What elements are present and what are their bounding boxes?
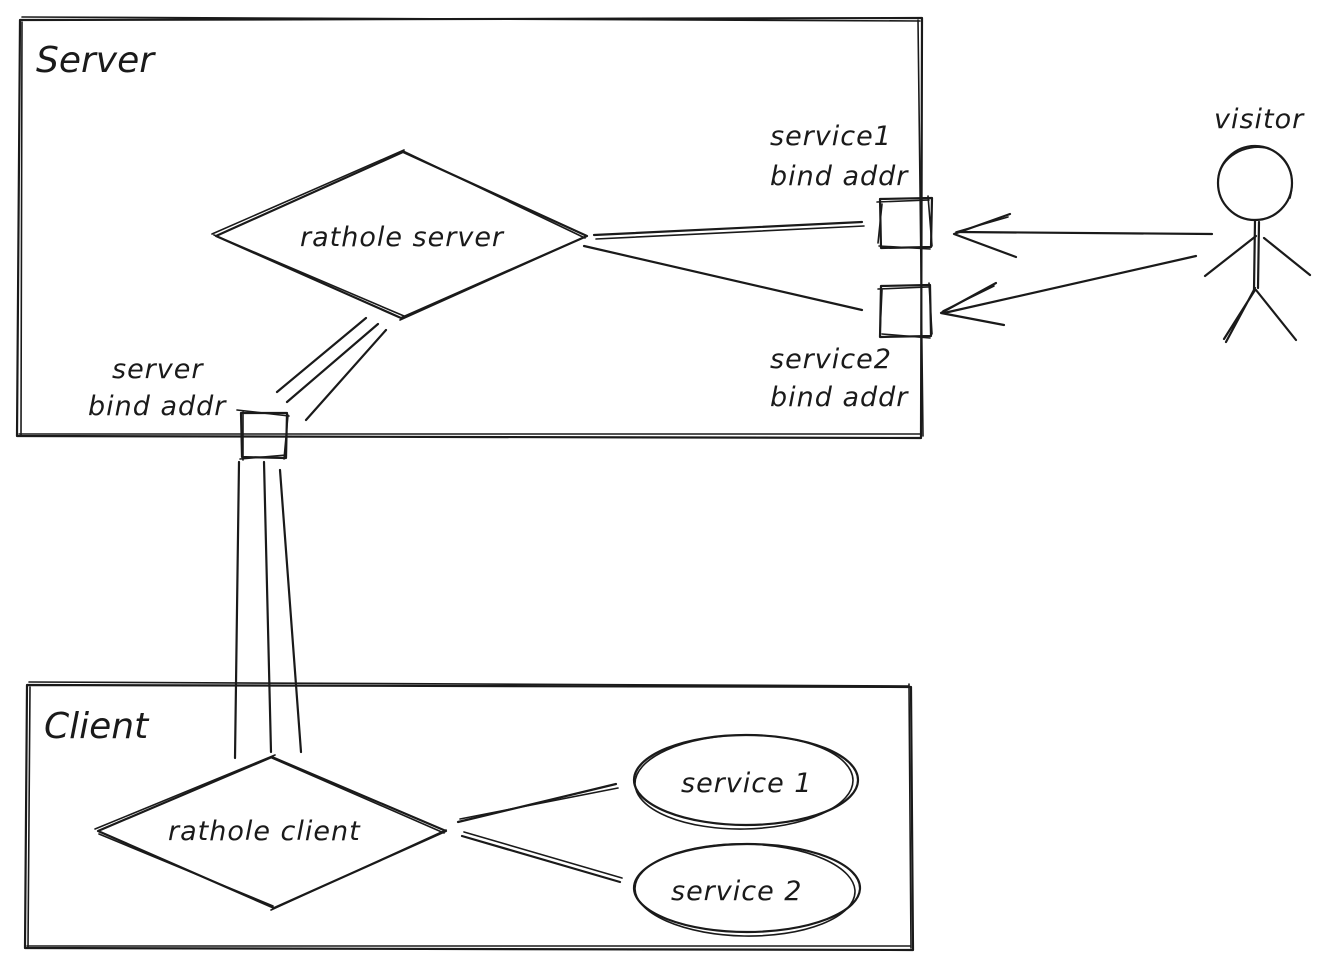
server-box: Server: [15, 16, 924, 440]
server-bind-label-line1: server: [112, 354, 204, 385]
server-bind-port: server bind addr: [88, 354, 290, 461]
rathole-client-label: rathole client: [168, 816, 361, 847]
tunnel-lines: [233, 460, 303, 760]
visitor-label: visitor: [1214, 104, 1305, 135]
service-1-label: service 1: [681, 768, 812, 799]
server-to-service1-connector: [592, 220, 865, 240]
rathole-client-node: rathole client: [94, 754, 448, 911]
service-1-node: service 1: [632, 733, 860, 830]
client-box-title: Client: [44, 706, 150, 747]
server-to-service2-connector: [582, 244, 864, 312]
service-2-node: service 2: [632, 842, 862, 937]
client-to-service2-connector: [460, 831, 623, 884]
server-bind-label-line2: bind addr: [88, 391, 227, 422]
service1-bind-label-line2: bind addr: [770, 161, 909, 192]
rathole-server-node: rathole server: [211, 149, 589, 321]
server-box-title: Server: [36, 40, 156, 81]
client-box: Client: [23, 681, 915, 952]
client-to-service1-connector: [456, 782, 619, 824]
service1-bind-port: service1 bind addr: [770, 121, 934, 250]
server-to-bind-connector: [275, 316, 388, 422]
service2-bind-port: service2 bind addr: [770, 282, 933, 413]
rathole-server-label: rathole server: [300, 222, 505, 253]
visitor-to-service2-arrow: [939, 254, 1198, 327]
service1-bind-label-line1: service1: [770, 121, 892, 152]
service-2-label: service 2: [671, 876, 802, 907]
visitor-figure: visitor: [1203, 104, 1312, 344]
service2-bind-label-line1: service2: [770, 344, 892, 375]
service2-bind-label-line2: bind addr: [770, 382, 909, 413]
visitor-to-service1-arrow: [952, 212, 1214, 259]
